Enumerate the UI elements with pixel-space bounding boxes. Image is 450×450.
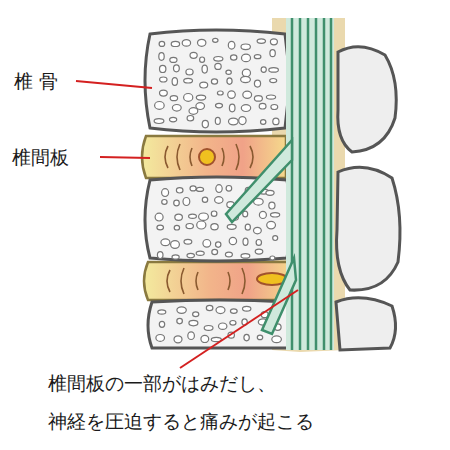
note-text: 椎間板の一部がはみだし、 神経を圧迫すると痛みが起こる <box>48 364 358 440</box>
part-label: 椎間板 <box>12 145 69 169</box>
intervertebral-disc <box>144 262 292 300</box>
nerve-root <box>262 258 296 334</box>
nerve-root <box>226 140 292 222</box>
nerve-fibres <box>292 18 331 350</box>
vertebral-body <box>145 30 289 132</box>
part-label: 椎 骨 <box>14 69 58 93</box>
spinal-cord <box>286 18 334 350</box>
nucleus <box>199 149 215 165</box>
vertebral-arch <box>337 167 400 290</box>
vertebral-arch <box>338 47 396 152</box>
vertebral-arch <box>336 298 396 350</box>
leader-lines <box>76 81 298 368</box>
vertebral-body <box>145 177 291 261</box>
